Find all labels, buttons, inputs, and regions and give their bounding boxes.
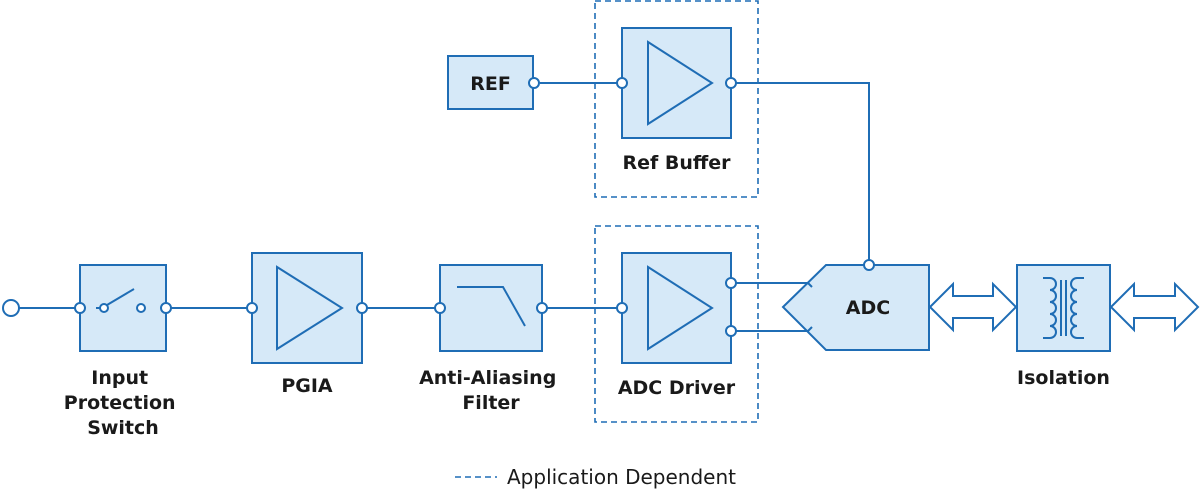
filter-input-port — [434, 302, 446, 314]
transformer-primary-coil-icon — [1043, 277, 1057, 339]
pgia-output-port — [356, 302, 368, 314]
bidirectional-arrow-icon — [1109, 281, 1200, 333]
wire-buffer-to-adc — [732, 82, 870, 264]
adc-label: ADC — [846, 297, 890, 319]
legend-label: Application Dependent — [507, 465, 736, 489]
pgia-label: PGIA — [281, 375, 333, 397]
input-terminal — [2, 299, 20, 317]
adc-reference-port — [863, 259, 875, 271]
ref-block: REF — [447, 55, 540, 110]
ref-buffer-input-port — [616, 77, 628, 89]
pgia-input-port — [246, 302, 258, 314]
wires — [18, 82, 870, 332]
adc-driver-positive-output-port — [725, 277, 737, 289]
isolation-label: Isolation — [1017, 367, 1110, 389]
adc-input-notch-bottom — [807, 326, 813, 332]
filter-output-port — [536, 302, 548, 314]
ref-buffer-label: Ref Buffer — [622, 152, 731, 174]
ref-buffer-output-port — [725, 77, 737, 89]
bidirectional-arrow-icon — [928, 281, 1018, 333]
ref-label: REF — [470, 73, 511, 95]
amplifier-icon — [647, 265, 714, 351]
adc-driver-negative-output-port — [725, 325, 737, 337]
lowpass-filter-icon — [457, 286, 526, 327]
transformer-secondary-coil-icon — [1070, 277, 1084, 339]
pgia-block — [246, 252, 368, 364]
legend: Application Dependent — [455, 465, 736, 489]
amplifier-icon — [276, 265, 344, 351]
adc-driver-dashed-region — [594, 225, 759, 423]
switch-input-port — [74, 302, 86, 314]
ref-buffer-block — [616, 27, 737, 139]
amplifier-icon — [647, 40, 714, 126]
switch-arm-icon — [106, 288, 135, 306]
switch-output-port — [160, 302, 172, 314]
ref-output-port — [528, 77, 540, 89]
switch-contact-right — [136, 303, 146, 313]
adc-driver-block — [616, 252, 737, 364]
input-protection-switch-block — [74, 264, 172, 352]
ref-buffer-dashed-region — [594, 0, 759, 198]
adc-block: ADC — [781, 259, 930, 351]
isolation-block — [1016, 264, 1111, 352]
input-protection-switch-label: Input Protection Switch — [64, 367, 182, 439]
anti-aliasing-filter-block — [434, 264, 548, 352]
adc-driver-input-port — [616, 302, 628, 314]
adc-driver-label: ADC Driver — [618, 377, 736, 399]
adc-input-notch-top — [807, 282, 813, 288]
anti-aliasing-filter-label: Anti-Aliasing Filter — [419, 367, 563, 414]
adc-shape — [781, 264, 930, 351]
switch-contact-left — [99, 303, 109, 313]
